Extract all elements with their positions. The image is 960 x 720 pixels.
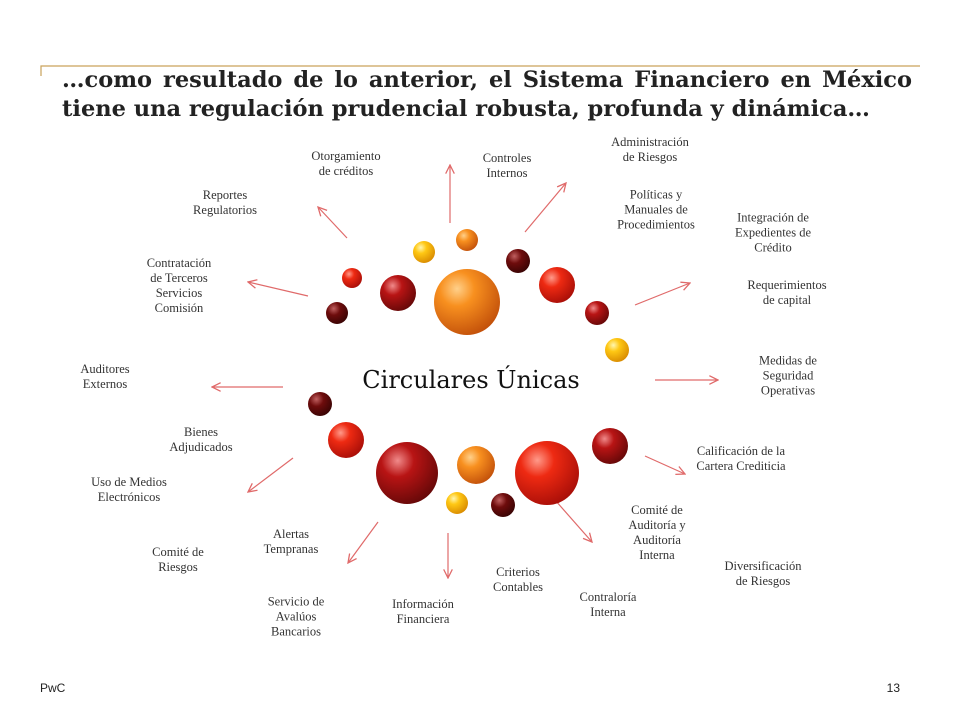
sphere-maroon — [506, 249, 530, 273]
slide-title: …como resultado de lo anterior, el Siste… — [62, 67, 912, 122]
arrow-calificacion — [644, 455, 685, 474]
sphere-yellow — [413, 241, 435, 263]
label-uso-medios: Uso de Medios Electrónicos — [91, 475, 167, 504]
sphere-darkred — [376, 442, 438, 504]
label-reportes: Reportes Regulatorios — [193, 188, 257, 217]
label-informacion: Información Financiera — [392, 597, 454, 626]
sphere-orange — [457, 446, 495, 484]
label-politicas: Políticas y Manuales de Procedimientos — [617, 187, 695, 232]
sphere-red-large — [515, 441, 579, 505]
label-contraloria: Contraloría Interna — [579, 590, 637, 619]
arrow-comite-riesgos — [348, 521, 379, 563]
label-admin-riesgos: Administración de Riesgos — [611, 135, 689, 164]
arrow-uso-medios — [248, 457, 294, 492]
label-otorgamiento: Otorgamiento de créditos — [311, 149, 381, 178]
footer-page-number: 13 — [886, 681, 900, 695]
label-calificacion: Calificación de la Cartera Crediticia — [696, 444, 786, 473]
label-controles: Controles Internos — [482, 151, 532, 180]
arrow-requerimientos — [634, 283, 690, 306]
sphere-red — [539, 267, 575, 303]
label-bienes: Bienes Adjudicados — [169, 425, 233, 454]
center-label: Circulares Únicas — [362, 366, 580, 394]
arrow-comite-auditoria — [554, 499, 592, 542]
sphere-yellow — [605, 338, 629, 362]
sphere-maroon — [326, 302, 348, 324]
sphere-orange-large — [434, 269, 500, 335]
label-comite-riesgos: Comité de Riesgos — [152, 545, 204, 574]
sphere-darkred — [380, 275, 416, 311]
sphere-yellow — [446, 492, 468, 514]
arrows — [212, 165, 718, 578]
sphere-darkred — [585, 301, 609, 325]
footer-brand: PwC — [40, 681, 66, 695]
sphere-darkred — [592, 428, 628, 464]
label-requerimientos: Requerimientos de capital — [747, 278, 827, 307]
label-auditores: Auditores Externos — [80, 362, 130, 391]
sphere-maroon — [491, 493, 515, 517]
label-medidas: Medidas de Seguridad Operativas — [759, 353, 817, 398]
label-servicio-avaluos: Servicio de Avalúos Bancarios — [267, 594, 325, 639]
label-contratacion: Contratación de Terceros Servicios Comis… — [146, 256, 212, 315]
spheres-lower — [308, 392, 628, 517]
title-accent-rule — [40, 65, 920, 76]
label-criterios: Criterios Contables — [493, 565, 543, 594]
label-comite-auditoria: Comité de Auditoría y Auditoría Interna — [628, 503, 686, 562]
arrow-otorgamiento — [318, 207, 348, 239]
sphere-orange — [456, 229, 478, 251]
arrow-contratacion — [248, 282, 309, 297]
sphere-red — [328, 422, 364, 458]
sphere-maroon — [308, 392, 332, 416]
label-integracion: Integración de Expedientes de Crédito — [734, 210, 812, 255]
label-alertas: Alertas Tempranas — [263, 527, 319, 556]
arrow-admin-riesgos — [524, 183, 566, 233]
sphere-red — [342, 268, 362, 288]
spheres-upper — [326, 229, 629, 362]
label-diversificacion: Diversificación de Riesgos — [724, 559, 802, 588]
